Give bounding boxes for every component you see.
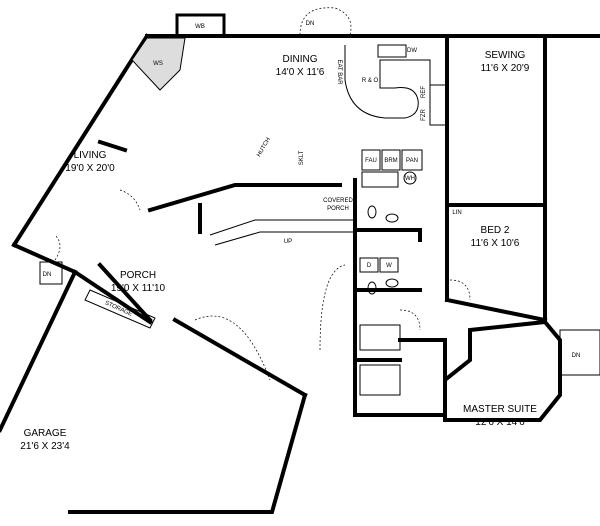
covered-porch-label-2: PORCH bbox=[327, 206, 349, 212]
pan-label: PAN bbox=[406, 158, 418, 164]
garage-size: 21'6 X 23'4 bbox=[20, 441, 70, 452]
master-suite-walls bbox=[443, 319, 562, 422]
washer-label: W bbox=[386, 263, 392, 269]
wh-label: WH bbox=[405, 176, 415, 182]
living-size: 19'0 X 20'0 bbox=[65, 163, 115, 174]
up-label: UP bbox=[284, 239, 292, 245]
fzr-label: FZR bbox=[421, 109, 427, 121]
door-swings bbox=[54, 7, 471, 381]
dw-label: DW bbox=[407, 48, 417, 54]
ws-label: WS bbox=[153, 61, 163, 67]
covered-porch-label: COVERED bbox=[323, 198, 353, 204]
master-suite-size: 12'6 X 14'6 bbox=[475, 417, 525, 428]
room-labels: DINING 14'0 X 11'6 SEWING 11'6 X 20'9 LI… bbox=[20, 50, 537, 452]
eat-bar-label: EAT BAR bbox=[336, 59, 342, 85]
exterior-walls bbox=[11, 33, 600, 417]
dining-size: 14'0 X 11'6 bbox=[276, 67, 325, 78]
brm-label: BRM bbox=[384, 158, 397, 164]
porch-size: 19'0 X 11'10 bbox=[111, 283, 166, 294]
fireplace bbox=[131, 37, 186, 91]
kitchen-counters bbox=[344, 44, 449, 126]
fau-label: FAU bbox=[365, 158, 377, 164]
garage-walls bbox=[0, 269, 308, 514]
lin-label: LIN bbox=[452, 210, 461, 216]
range-label: R & O bbox=[362, 78, 379, 84]
master-suite-label: MASTER SUITE bbox=[463, 404, 537, 415]
interior-walls bbox=[97, 34, 548, 397]
living-label: LIVING bbox=[74, 150, 107, 161]
sklt-label: SKLT bbox=[299, 150, 305, 165]
dining-label: DINING bbox=[283, 54, 318, 65]
hutch-label: HUTCH bbox=[256, 137, 272, 158]
window-box bbox=[175, 13, 226, 38]
porch-label: PORCH bbox=[120, 270, 156, 281]
dn-right-label: DN bbox=[572, 353, 581, 359]
covered-porch bbox=[209, 219, 355, 246]
fixture-labels: WB WS DN EAT BAR R & O DW REF FZR HUTCH … bbox=[43, 21, 581, 359]
bed2-size: 11'6 X 10'6 bbox=[471, 238, 520, 249]
dryer-label: D bbox=[367, 263, 372, 269]
bath-fixtures bbox=[359, 149, 423, 396]
sewing-size: 11'6 X 20'9 bbox=[481, 63, 530, 74]
bed2-label: BED 2 bbox=[481, 225, 510, 236]
sewing-label: SEWING bbox=[485, 50, 526, 61]
ref-label: REF bbox=[421, 86, 427, 98]
dn-label: DN bbox=[306, 21, 315, 27]
dn-left-label: DN bbox=[43, 272, 52, 278]
wb-label: WB bbox=[195, 24, 205, 30]
exterior-steps bbox=[39, 261, 600, 376]
storage bbox=[84, 289, 156, 329]
garage-label: GARAGE bbox=[24, 428, 67, 439]
